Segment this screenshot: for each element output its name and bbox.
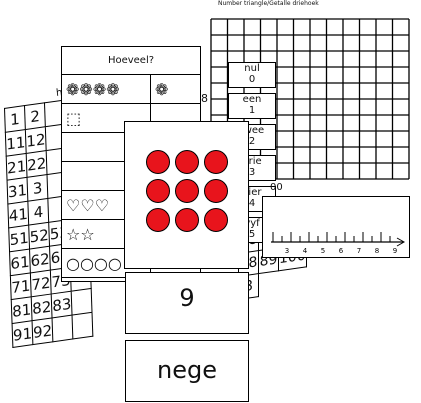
hundred-cell: 41 — [7, 201, 29, 228]
hundred-cell: 62 — [29, 246, 51, 273]
hundred-cell — [71, 288, 93, 316]
red-dot — [175, 208, 199, 232]
number-line-label: 9 — [393, 247, 397, 255]
word-value: nege — [157, 356, 217, 384]
number-line-label: 3 — [285, 247, 289, 255]
hundred-cell: 81 — [11, 296, 33, 324]
hoeveel-symbols: ❁❁❁❁ — [62, 75, 151, 103]
hundred-cell: 21 — [6, 153, 28, 181]
hundred-cell: 61 — [9, 249, 31, 276]
red-dot — [204, 179, 228, 203]
number-line-label: 6 — [339, 247, 344, 255]
red-dot — [175, 150, 199, 174]
hundred-cell: 83 — [51, 291, 73, 318]
word-card: nege — [125, 340, 249, 402]
number-line-card: 3 4 5 6 7 8 9 — [262, 196, 410, 258]
partial-number: 00 — [270, 182, 283, 193]
number-digit: 5 — [248, 229, 256, 240]
hundred-cell: 1 — [4, 105, 26, 133]
hundred-cell: 82 — [31, 293, 53, 321]
number-line-label: 8 — [375, 247, 379, 255]
hundred-cell: 4 — [27, 198, 49, 226]
hundred-cell: 11 — [5, 129, 27, 157]
page-title: Number triangle/Getalle driehoek — [218, 0, 319, 7]
hundred-cell: 52 — [28, 222, 50, 250]
hoeveel-row: ❁❁❁❁❁ — [62, 75, 200, 104]
hundred-cell: 3 — [27, 174, 49, 202]
number-digit: 4 — [248, 198, 256, 209]
arrow-right-icon — [396, 237, 406, 247]
numeral-card: 9 — [125, 272, 249, 334]
hundred-cell — [72, 312, 94, 339]
hundred-cell: 2 — [24, 102, 46, 130]
red-dot — [175, 179, 199, 203]
hundred-cell: 51 — [8, 225, 30, 252]
number-word: vyf — [244, 218, 260, 229]
number-line-label: 7 — [357, 247, 361, 255]
number-word: nul — [244, 63, 260, 74]
number-digit: 2 — [248, 136, 256, 147]
hundred-cell: 72 — [30, 270, 52, 297]
red-dot — [146, 208, 170, 232]
number-line-label: 4 — [303, 247, 308, 255]
hundred-cell: 12 — [25, 126, 47, 154]
numeral-value: 9 — [179, 284, 195, 312]
hundred-cell: 92 — [32, 317, 54, 345]
number-digit: 0 — [248, 74, 256, 85]
number-digit: 1 — [248, 105, 256, 116]
hundred-cell: 22 — [26, 150, 48, 178]
partial-digit: 8 — [201, 92, 208, 105]
hundred-cell — [52, 315, 74, 342]
number-word: drie — [242, 156, 262, 167]
hoeveel-extra: ❁ — [155, 79, 169, 99]
hundred-cell: 71 — [10, 272, 32, 300]
red-dot — [204, 150, 228, 174]
number-digit: 3 — [248, 167, 256, 178]
number-word: twee — [239, 125, 265, 136]
number-word: een — [242, 94, 262, 105]
hoeveel-title: Hoeveel? — [62, 47, 200, 75]
number-line-label: 5 — [321, 247, 325, 255]
red-dot — [146, 179, 170, 203]
number-word: vier — [242, 187, 262, 198]
hundred-cell: 31 — [7, 177, 28, 205]
count-card — [124, 121, 249, 269]
hoeveel-symbols: ⬚ — [62, 104, 151, 132]
red-dot — [146, 150, 170, 174]
red-dot — [204, 208, 228, 232]
hundred-cell: 91 — [12, 320, 33, 348]
